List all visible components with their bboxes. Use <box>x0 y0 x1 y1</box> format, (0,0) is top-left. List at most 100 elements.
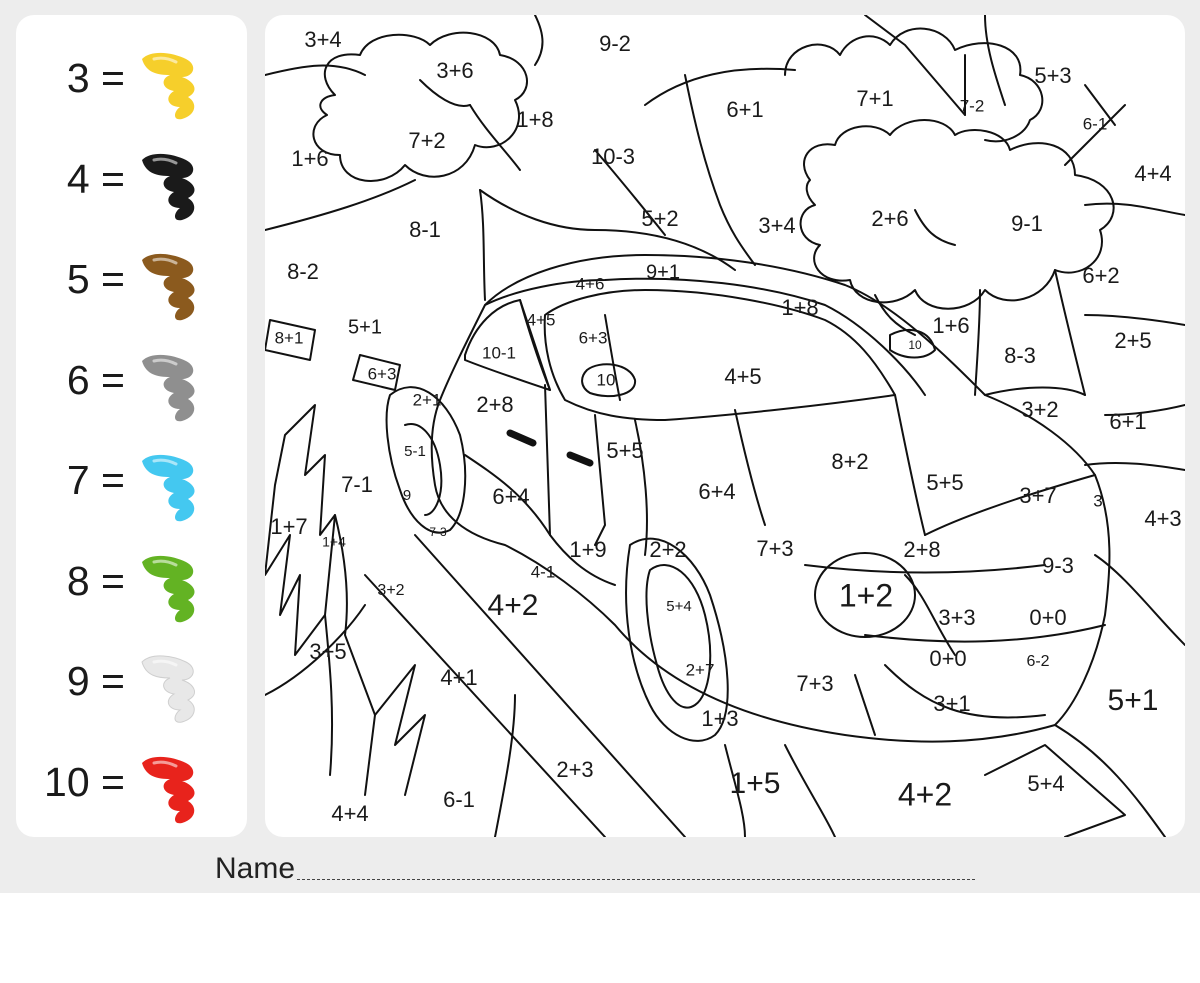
region-label: 4+2 <box>898 776 952 812</box>
legend-label: 8 = <box>67 558 125 605</box>
legend-label: 10 = <box>44 759 125 806</box>
region-label: 1+6 <box>291 146 328 171</box>
region-label: 1+8 <box>516 107 553 132</box>
region-label: 2+3 <box>556 757 593 782</box>
region-label: 9-2 <box>599 31 631 56</box>
region-label: 4+6 <box>576 274 605 293</box>
legend-label: 7 = <box>67 457 125 504</box>
wheel-rim <box>645 564 712 709</box>
tree-cloud-bottom <box>799 119 1115 310</box>
legend-row: 7 = <box>16 429 247 529</box>
region-label: 6+4 <box>492 484 529 509</box>
region-label: 1+7 <box>270 514 307 539</box>
small-window-10 <box>581 363 637 398</box>
region-label: 3+1 <box>933 691 970 716</box>
legend-equals: = <box>101 457 125 503</box>
region-label: 4+5 <box>724 364 761 389</box>
door-line <box>464 454 616 586</box>
color-key-panel: 3 =4 =5 =6 =7 =8 =9 =10 = <box>16 15 247 837</box>
legend-row: 3 = <box>16 27 247 127</box>
region-label: 8-3 <box>1004 343 1036 368</box>
region-label: 1+2 <box>839 577 893 613</box>
legend-label: 3 = <box>67 55 125 102</box>
legend-label: 6 = <box>67 357 125 404</box>
legend-row: 4 = <box>16 128 247 228</box>
name-field[interactable]: Name <box>215 852 975 892</box>
region-label: 0+0 <box>1029 605 1066 630</box>
region-label: 4+1 <box>440 665 477 690</box>
region-label: 7-3 <box>429 525 447 539</box>
region-label: 6+3 <box>368 364 397 383</box>
region-label: 9+1 <box>646 261 680 283</box>
legend-number-value: 6 <box>66 356 90 403</box>
region-label: 10-1 <box>482 343 516 362</box>
region-label: 4+3 <box>1144 506 1181 531</box>
region-label: 8+2 <box>831 449 868 474</box>
paint-swatch <box>142 555 195 622</box>
region-label: 5+1 <box>1108 684 1159 717</box>
region-label: 6+1 <box>726 97 763 122</box>
worksheet: 3 =4 =5 =6 =7 =8 =9 =10 = <box>0 0 1200 893</box>
region-label: 7+2 <box>408 128 445 153</box>
region-label: 4-1 <box>531 562 556 581</box>
plant-leaves <box>265 404 336 656</box>
legend-row: 5 = <box>16 228 247 328</box>
legend-equals: = <box>101 256 125 302</box>
side-mirror-10 <box>889 329 936 359</box>
region-label: 3+2 <box>377 582 404 599</box>
legend-row: 9 = <box>16 630 247 730</box>
region-label: 5-1 <box>404 443 426 460</box>
region-label: 6+1 <box>1109 409 1146 434</box>
region-label: 2+8 <box>476 392 513 417</box>
region-label: 5+4 <box>666 598 691 615</box>
tag-8-1 <box>265 319 316 361</box>
paint-swatch <box>142 756 195 823</box>
region-label: 1+8 <box>781 295 818 320</box>
headlight-oval <box>814 552 916 638</box>
legend-number-value: 7 <box>66 457 90 503</box>
region-label: 8+1 <box>275 328 304 347</box>
region-label: 2+6 <box>871 206 908 231</box>
region-label: 3 <box>1093 491 1102 510</box>
tag-6-3 <box>352 354 401 391</box>
region-label: 5+5 <box>926 470 963 495</box>
region-label: 9-1 <box>1011 211 1043 236</box>
legend-equals: = <box>101 658 125 704</box>
region-label: 0+0 <box>929 646 966 671</box>
rear-wheel <box>385 386 467 534</box>
region-label: 2+7 <box>686 660 715 679</box>
region-label: 7+3 <box>796 671 833 696</box>
car-scene-drawing: 3+43+69-21+87+21+610-36+17+17-25+36-14+4… <box>265 15 1185 837</box>
region-label: 3+7 <box>1019 483 1056 508</box>
legend-number-value: 5 <box>66 256 90 302</box>
legend-number-value: 9 <box>66 658 90 704</box>
region-label: 6-1 <box>443 787 475 812</box>
region-label: 3+4 <box>304 27 341 52</box>
legend-equals: = <box>101 356 125 403</box>
car-roof <box>484 277 926 396</box>
region-label: 10 <box>597 370 616 389</box>
car-body <box>430 254 1111 743</box>
region-label: 6+2 <box>1082 263 1119 288</box>
legend-equals: = <box>101 155 125 202</box>
paint-swatch <box>142 153 195 220</box>
legend-row: 10 = <box>16 731 247 831</box>
legend-number-value: 10 <box>44 758 90 805</box>
legend-label: 4 = <box>67 156 125 203</box>
front-wheel <box>625 537 729 742</box>
region-label: 4+4 <box>1134 161 1171 186</box>
region-label: 7-1 <box>341 472 373 497</box>
region-label: 2+8 <box>903 537 940 562</box>
region-label: 9-3 <box>1042 553 1074 578</box>
windshield <box>543 289 896 421</box>
region-label: 1+6 <box>932 313 969 338</box>
region-label: 4+2 <box>488 589 539 622</box>
region-label: 5+3 <box>1034 63 1071 88</box>
region-label: 3+3 <box>938 605 975 630</box>
region-label: 3+4 <box>758 213 795 238</box>
ground-patch-right <box>984 744 1126 837</box>
region-label: 5+1 <box>348 316 382 338</box>
legend-label: 9 = <box>67 658 125 705</box>
